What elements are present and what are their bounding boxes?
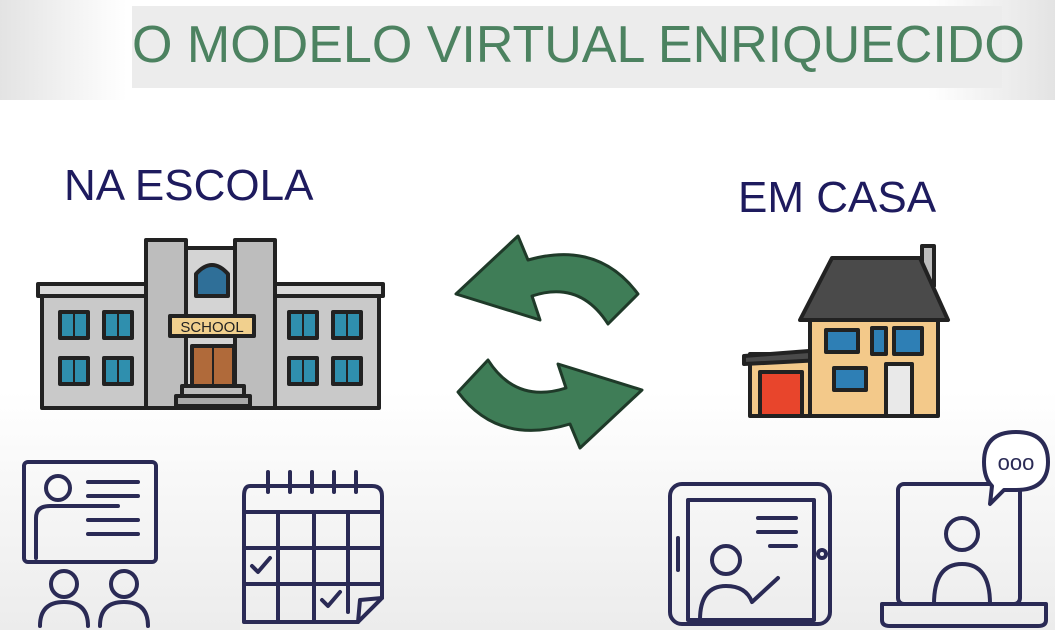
school-label: NA ESCOLA — [64, 161, 314, 210]
laptop-chat-icon: ooo — [880, 430, 1050, 628]
house-icon — [742, 244, 950, 418]
calendar-icon — [242, 470, 384, 624]
home-label: EM CASA — [738, 173, 937, 222]
cycle-arrows-icon — [454, 234, 644, 450]
chat-bubble-text: ooo — [998, 450, 1035, 475]
page-title: O MODELO VIRTUAL ENRIQUECIDO — [132, 16, 1025, 74]
school-building-icon: SCHOOL — [36, 238, 385, 410]
school-sign-text: SCHOOL — [180, 319, 243, 336]
title-band — [132, 6, 1002, 88]
tablet-teacher-icon — [668, 482, 832, 626]
teacher-presentation-icon — [22, 460, 158, 628]
